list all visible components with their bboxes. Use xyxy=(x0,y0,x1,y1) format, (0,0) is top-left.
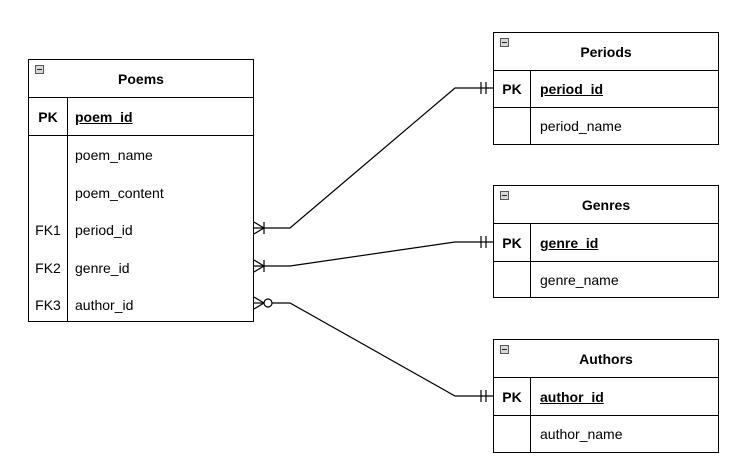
primary-key-section: PK period_id xyxy=(494,71,718,108)
attribute-name: genre_id xyxy=(540,235,599,251)
attribute-row: author_name xyxy=(494,424,718,444)
attribute-row: period_name xyxy=(494,116,718,136)
relationship-author xyxy=(253,296,494,402)
entity-title: Authors xyxy=(579,350,633,367)
key-label: PK xyxy=(502,389,522,405)
attribute-name: poem_name xyxy=(75,147,153,163)
attribute-row: PK poem_id xyxy=(29,107,253,127)
attribute-row: FK2 genre_id xyxy=(29,258,253,278)
attribute-name: author_id xyxy=(75,297,134,313)
attribute-name: period_id xyxy=(75,222,133,238)
mandatory-one-mark xyxy=(480,82,487,94)
attribute-row: FK3 author_id xyxy=(29,295,253,315)
collapse-icon[interactable] xyxy=(35,65,44,74)
attribute-section: period_name xyxy=(494,108,718,144)
attribute-row: PK genre_id xyxy=(494,233,718,253)
entity-authors[interactable]: Authors PK author_id author_name xyxy=(493,339,719,453)
entity-title: Poems xyxy=(118,70,164,87)
relationship-genre-line xyxy=(254,241,494,267)
attribute-name: genre_id xyxy=(75,260,130,276)
collapse-icon[interactable] xyxy=(500,191,509,200)
collapse-icon[interactable] xyxy=(500,345,509,354)
relationship-period xyxy=(253,82,494,235)
crows-foot-one-or-many xyxy=(253,259,266,273)
attribute-name: period_id xyxy=(540,81,604,97)
relationship-period-line xyxy=(254,87,494,229)
attribute-name: poem_content xyxy=(75,185,164,201)
entity-title: Periods xyxy=(580,43,632,60)
attribute-section: genre_name xyxy=(494,262,718,297)
entity-periods[interactable]: Periods PK period_id period_name xyxy=(493,32,719,145)
entity-title: Genres xyxy=(581,196,631,213)
attribute-row: PK period_id xyxy=(494,79,718,99)
attribute-section: author_name xyxy=(494,416,718,452)
attribute-row: poem_name xyxy=(29,145,253,165)
attribute-row: poem_content xyxy=(29,183,253,203)
key-label: PK xyxy=(502,235,522,251)
attribute-name: author_id xyxy=(540,389,604,405)
zero-circle xyxy=(263,298,273,308)
collapse-icon[interactable] xyxy=(500,38,509,47)
entity-poems[interactable]: Poems PK poem_id poem_name poem_content … xyxy=(28,59,254,322)
key-label: PK xyxy=(38,109,58,125)
attribute-name: author_name xyxy=(540,426,623,442)
mandatory-one-mark xyxy=(480,390,487,402)
entity-genres[interactable]: Genres PK genre_id genre_name xyxy=(493,185,719,298)
key-label: FK3 xyxy=(35,297,61,313)
entity-header: Authors xyxy=(494,340,718,378)
key-label: FK2 xyxy=(35,260,61,276)
attribute-name: poem_id xyxy=(75,109,133,125)
entity-header: Genres xyxy=(494,186,718,224)
mandatory-one-mark xyxy=(480,236,487,248)
key-label: FK1 xyxy=(35,222,61,238)
relationship-author-line xyxy=(272,302,494,397)
crows-foot-one-or-many xyxy=(253,221,266,235)
primary-key-section: PK poem_id xyxy=(29,98,253,136)
entity-header: Poems xyxy=(29,60,253,98)
attribute-row: FK1 period_id xyxy=(29,220,253,240)
attribute-row: PK author_id xyxy=(494,387,718,407)
entity-header: Periods xyxy=(494,33,718,71)
primary-key-section: PK genre_id xyxy=(494,224,718,262)
attribute-row: genre_name xyxy=(494,270,718,290)
relationship-genre xyxy=(253,236,494,273)
key-label: PK xyxy=(502,81,522,97)
attribute-name: genre_name xyxy=(540,272,619,288)
primary-key-section: PK author_id xyxy=(494,378,718,416)
attribute-section: poem_name poem_content FK1 period_id FK2… xyxy=(29,136,253,321)
attribute-name: period_name xyxy=(540,118,622,134)
